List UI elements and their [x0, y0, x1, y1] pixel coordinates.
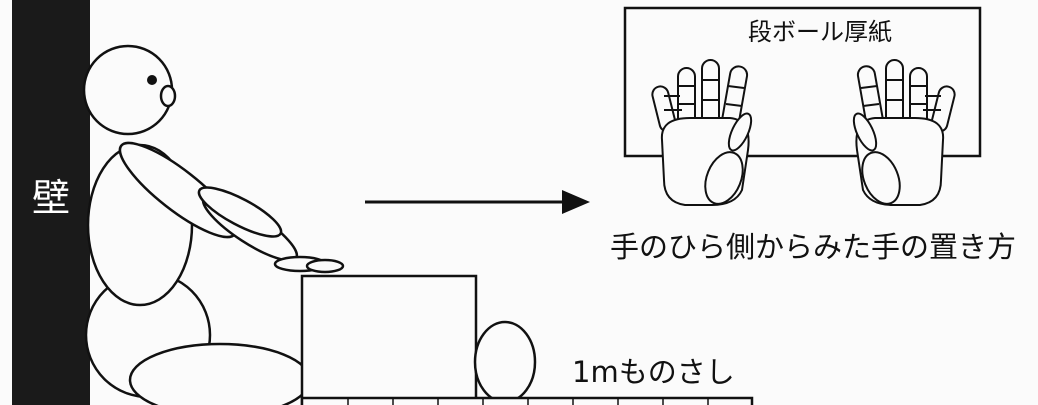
wall-label: 壁: [31, 176, 70, 220]
figure-ear: [159, 84, 177, 108]
figure-knee: [473, 320, 537, 404]
wall: [12, 0, 90, 405]
right-hand-icon: [852, 59, 956, 206]
figure-seat: [128, 342, 312, 405]
cardboard-label: 段ボール厚紙: [748, 18, 892, 46]
ruler-ticks: [347, 398, 709, 405]
figure-upper-arm-2: [197, 186, 283, 238]
ruler-label: 1mものさし: [572, 355, 735, 389]
figure-hand-2: [305, 258, 345, 274]
hand-placement-caption: 手のひら側からみた手の置き方: [610, 230, 1017, 264]
right-arrow-icon: [365, 190, 590, 214]
figure-eye: [147, 75, 157, 85]
figure-head: [82, 44, 174, 136]
left-hand-icon: [651, 59, 753, 206]
box: [300, 274, 478, 405]
ruler: [300, 396, 754, 405]
